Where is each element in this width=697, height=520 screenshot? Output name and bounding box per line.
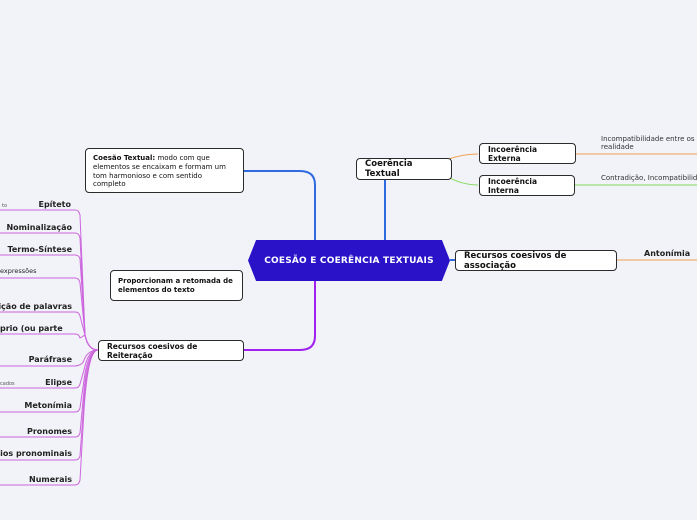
- externa-note-line2: realidade: [601, 143, 634, 151]
- leaf-expressoes[interactable]: expressões: [0, 267, 37, 275]
- incoerencia-interna-node[interactable]: Incoerência Interna: [479, 175, 575, 196]
- elipse-small-text: cados: [0, 381, 15, 387]
- coesao-label: Coesão Textual:: [93, 154, 156, 162]
- retomada-text: Proporcionam a retomada de elementos do …: [118, 276, 233, 294]
- leaf-numerais[interactable]: Numerais: [29, 475, 72, 484]
- epiteto-small-text: to: [2, 203, 8, 209]
- leaf-metonimia[interactable]: Metonímia: [24, 401, 72, 410]
- branch-line-reiteracao: [244, 281, 316, 351]
- leaf-adverbios-pronominais[interactable]: ios pronominais: [0, 449, 72, 458]
- leaf-pronomes[interactable]: Pronomes: [26, 427, 72, 436]
- coesao-text: modo com que elementos se encaixam e for…: [93, 154, 226, 189]
- antonimia-label[interactable]: Antonímia: [644, 249, 691, 258]
- externa-note-line1: Incompatibilidade entre os: [601, 135, 695, 143]
- leaf-elipse[interactable]: Elipse: [45, 378, 72, 387]
- incoerencia-externa-node[interactable]: Incoerência Externa: [479, 143, 576, 164]
- leaf-termo-sintese[interactable]: Termo-Síntese: [7, 245, 72, 254]
- reiteracao-node[interactable]: Recursos coesivos de Reiteração: [98, 340, 244, 361]
- leaf-parafrase[interactable]: Paráfrase: [28, 355, 72, 364]
- coerencia-textual-node[interactable]: Coerência Textual: [356, 158, 452, 180]
- interna-note: Contradição, Incompatibilid: [601, 174, 697, 182]
- leaf-nominalizacao[interactable]: Nominalização: [6, 223, 72, 232]
- leaf-nome-proprio[interactable]: prio (ou parte: [0, 324, 63, 333]
- central-topic[interactable]: COESÃO E COERÊNCIA TEXTUAIS: [248, 240, 450, 281]
- reiteracao-fan: [0, 209, 99, 486]
- retomada-node[interactable]: Proporcionam a retomada de elementos do …: [110, 270, 243, 301]
- branch-line-coesao: [244, 170, 316, 240]
- leaf-epiteto[interactable]: Epíteto: [38, 200, 71, 209]
- associacao-node[interactable]: Recursos coesivos de associação: [455, 250, 617, 271]
- leaf-repeticao-palavras[interactable]: ição de palavras: [0, 302, 72, 311]
- coesao-textual-node[interactable]: Coesão Textual: modo com que elementos s…: [85, 148, 244, 193]
